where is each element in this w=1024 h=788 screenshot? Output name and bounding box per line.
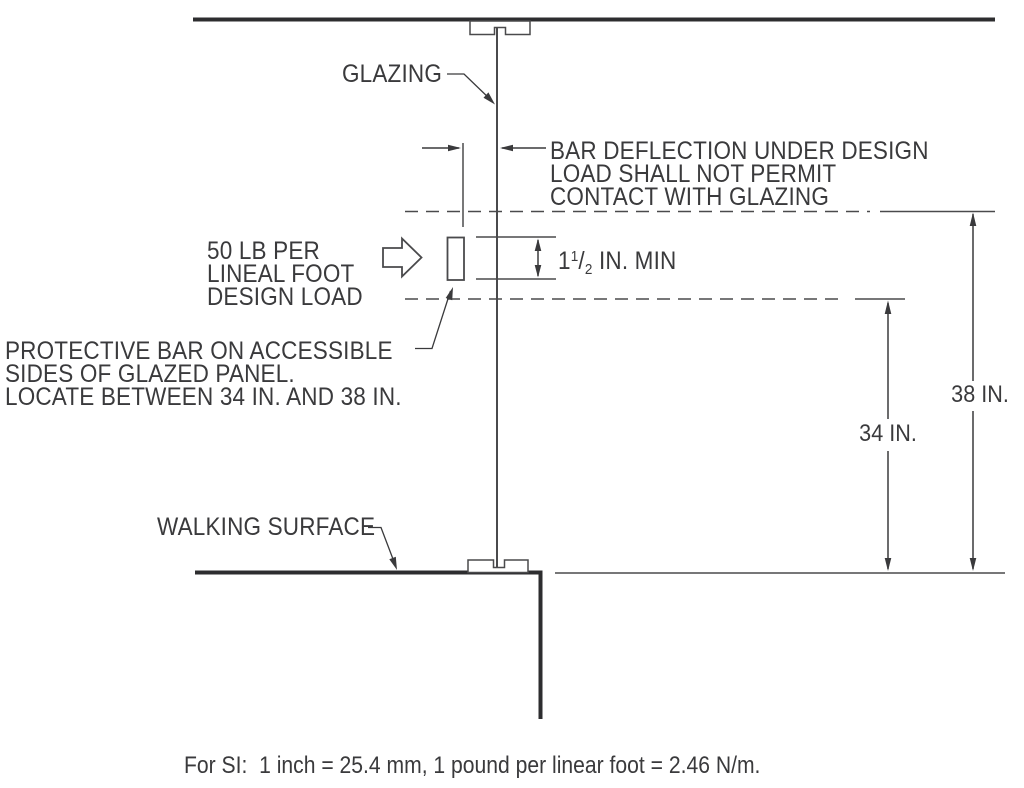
glazing-leader-arrowhead — [483, 92, 495, 105]
protective-bar-leader-arrowhead — [445, 287, 453, 301]
protective-bar-note-line2: SIDES OF GLAZED PANEL. — [5, 360, 295, 388]
bar-deflection-note: BAR DEFLECTION UNDER DESIGN LOAD SHALL N… — [550, 137, 929, 211]
deflection-arrowhead-right — [448, 144, 461, 152]
min-gap-arrowhead-up — [534, 238, 542, 251]
dim-38-label: 38 IN. — [946, 383, 1014, 407]
protective-bar — [446, 236, 465, 281]
protective-bar-leader-line — [415, 290, 452, 350]
bar-deflection-note-line1: BAR DEFLECTION UNDER DESIGN — [550, 137, 929, 165]
bottom-glazing-channel — [467, 559, 529, 574]
walking-surface-leader-line — [368, 526, 396, 564]
bar-deflection-note-line3: CONTACT WITH GLAZING — [550, 183, 830, 211]
min-gap-slash: / — [578, 247, 585, 275]
design-load-label-line1: 50 LB PER — [207, 237, 320, 265]
dim-34-label: 34 IN. — [854, 422, 922, 446]
si-conversion-note: For SI: 1 inch = 25.4 mm, 1 pound per li… — [184, 752, 761, 779]
glazing-leader-line — [447, 73, 493, 102]
design-load-label-line3: DESIGN LOAD — [207, 283, 363, 311]
design-load-label-line2: LINEAL FOOT — [207, 260, 355, 288]
top-glazing-channel — [469, 20, 531, 36]
min-gap-label: 11/2 IN. MIN — [558, 244, 676, 283]
walking-surface-label: WALKING SURFACE — [157, 513, 376, 541]
min-gap-whole: 1 — [558, 247, 571, 275]
dim-38-arrowhead-up — [969, 212, 977, 226]
bar-deflection-note-line2: LOAD SHALL NOT PERMIT — [550, 160, 837, 188]
design-load-block-arrow-icon — [382, 236, 423, 279]
dim-38-arrowhead-down — [969, 558, 977, 571]
walking-surface-line — [195, 570, 543, 719]
min-gap-numerator: 1 — [570, 248, 579, 265]
min-gap-units: IN. MIN — [592, 247, 677, 275]
deflection-arrowhead-left — [500, 144, 513, 152]
design-load-label: 50 LB PER LINEAL FOOT DESIGN LOAD — [207, 237, 363, 311]
dim-34-arrowhead-down — [884, 558, 892, 571]
min-gap-arrowhead-down — [534, 265, 542, 278]
protective-bar-note: PROTECTIVE BAR ON ACCESSIBLE SIDES OF GL… — [5, 337, 402, 411]
glazing-label: GLAZING — [342, 60, 443, 88]
protective-bar-note-line1: PROTECTIVE BAR ON ACCESSIBLE — [5, 337, 393, 365]
protective-bar-note-line3: LOCATE BETWEEN 34 IN. AND 38 IN. — [5, 383, 402, 411]
min-gap-denominator: 2 — [584, 261, 593, 278]
dim-34-arrowhead-up — [884, 300, 892, 314]
walking-surface-leader-arrowhead — [389, 556, 397, 570]
